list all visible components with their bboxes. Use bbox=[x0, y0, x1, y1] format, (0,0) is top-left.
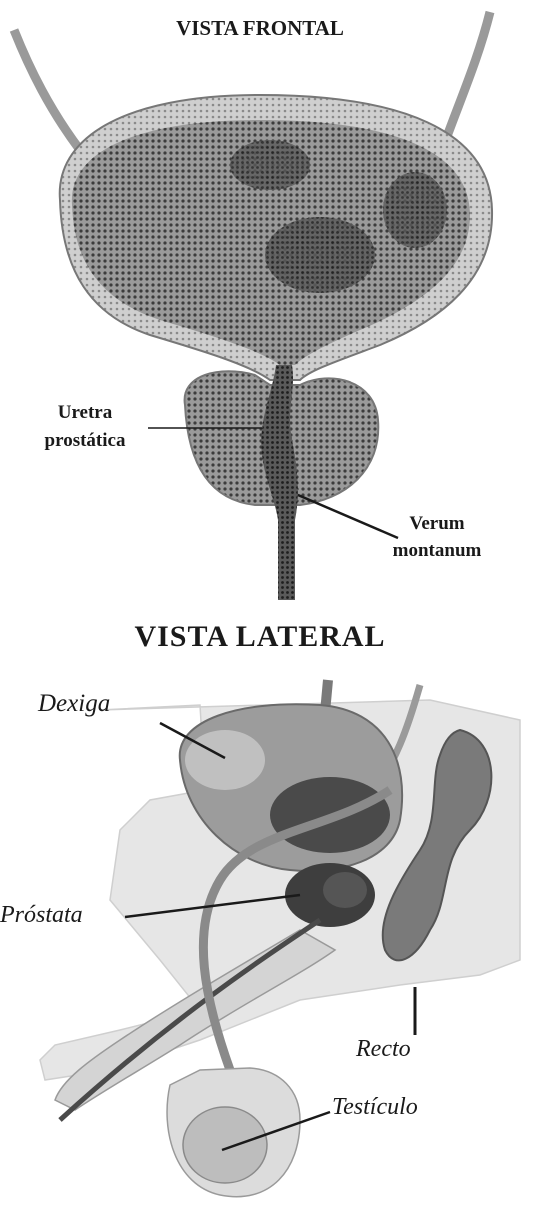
rectum-label: Recto bbox=[356, 1036, 411, 1063]
right-ureter bbox=[442, 12, 490, 150]
frontal-view-title: VISTA FRONTAL bbox=[140, 16, 380, 41]
testicle-label: Testículo bbox=[332, 1094, 418, 1121]
bladder-highlight bbox=[185, 730, 265, 790]
urethra-label-line1: Uretra bbox=[30, 402, 140, 424]
bladder-spot bbox=[383, 172, 447, 248]
bladder-spot bbox=[265, 217, 375, 293]
prostate-label: Próstata bbox=[0, 902, 83, 929]
bladder-spot bbox=[230, 140, 310, 190]
left-ureter bbox=[14, 30, 80, 150]
urethra-label-line2: prostática bbox=[30, 430, 140, 452]
lateral-view-title: VISTA LATERAL bbox=[90, 620, 430, 654]
verum-label-line2: montanum bbox=[382, 540, 492, 562]
testicle-shape bbox=[183, 1107, 267, 1183]
prostate-inner bbox=[323, 872, 367, 908]
verum-label-line1: Verum bbox=[382, 513, 492, 535]
lateral-view-drawing bbox=[40, 680, 520, 1197]
bladder-label: Dexiga bbox=[38, 690, 110, 718]
frontal-view-drawing bbox=[14, 12, 492, 600]
